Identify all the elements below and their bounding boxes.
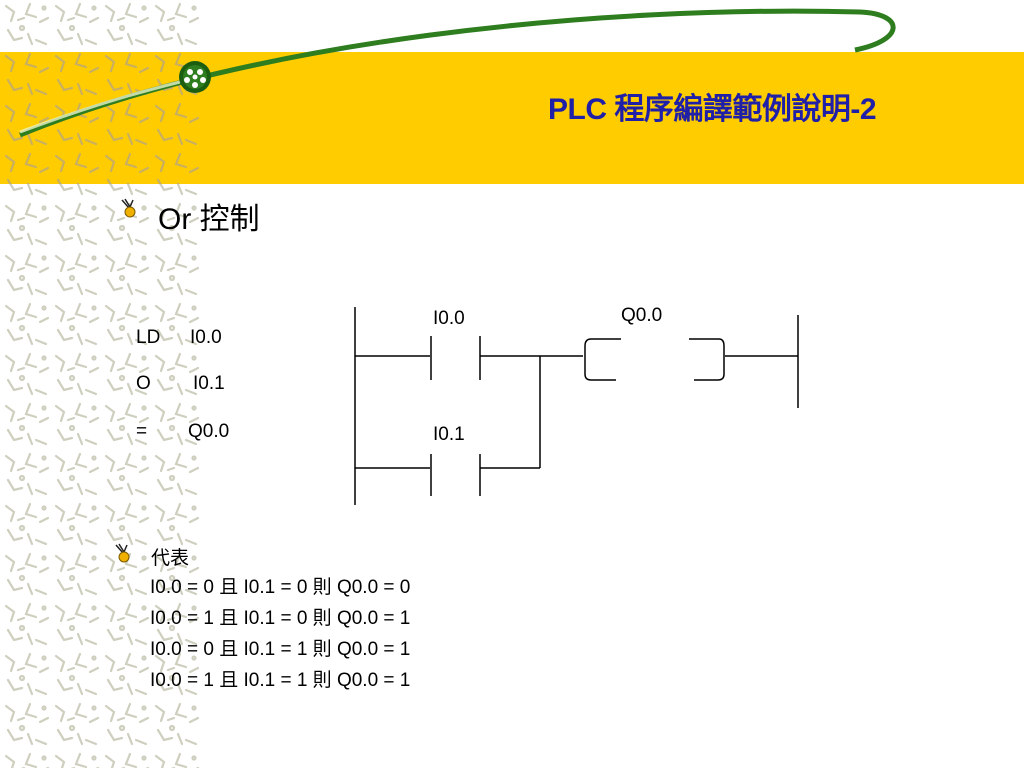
contact-label: I0.1 [433,424,465,445]
section-heading: Or 控制 [158,203,260,236]
bullet-icon [121,198,136,218]
notes-title: 代表 [151,548,190,569]
coil-left [584,338,621,381]
coil-label: Q0.0 [621,305,662,326]
contact-label: I0.0 [433,308,465,329]
instruction-op: = [136,421,148,442]
bullet-icon [115,543,130,563]
instruction-op: LD [136,327,161,348]
truth-line: I0.0 = 0 且 I0.1 = 0 則 Q0.0 = 0 [150,577,411,598]
truth-line: I0.0 = 1 且 I0.1 = 1 則 Q0.0 = 1 [150,670,411,691]
slide-title: PLC 程序編譯範例說明-2 [548,93,877,126]
truth-line: I0.0 = 1 且 I0.1 = 0 則 Q0.0 = 1 [150,608,411,629]
decorative-pattern [0,0,200,768]
truth-line: I0.0 = 0 且 I0.1 = 1 則 Q0.0 = 1 [150,639,411,660]
instruction-operand: Q0.0 [188,421,230,442]
ladder-diagram: I0.0 I0.1 Q0.0 [354,305,799,505]
header-band [200,52,1024,184]
green-orb-icon [179,61,211,93]
instruction-operand: I0.1 [193,373,225,394]
instruction-operand: I0.0 [190,327,222,348]
swoosh-decoration [19,8,896,138]
instruction-op: O [136,373,151,394]
coil-right [689,338,725,381]
